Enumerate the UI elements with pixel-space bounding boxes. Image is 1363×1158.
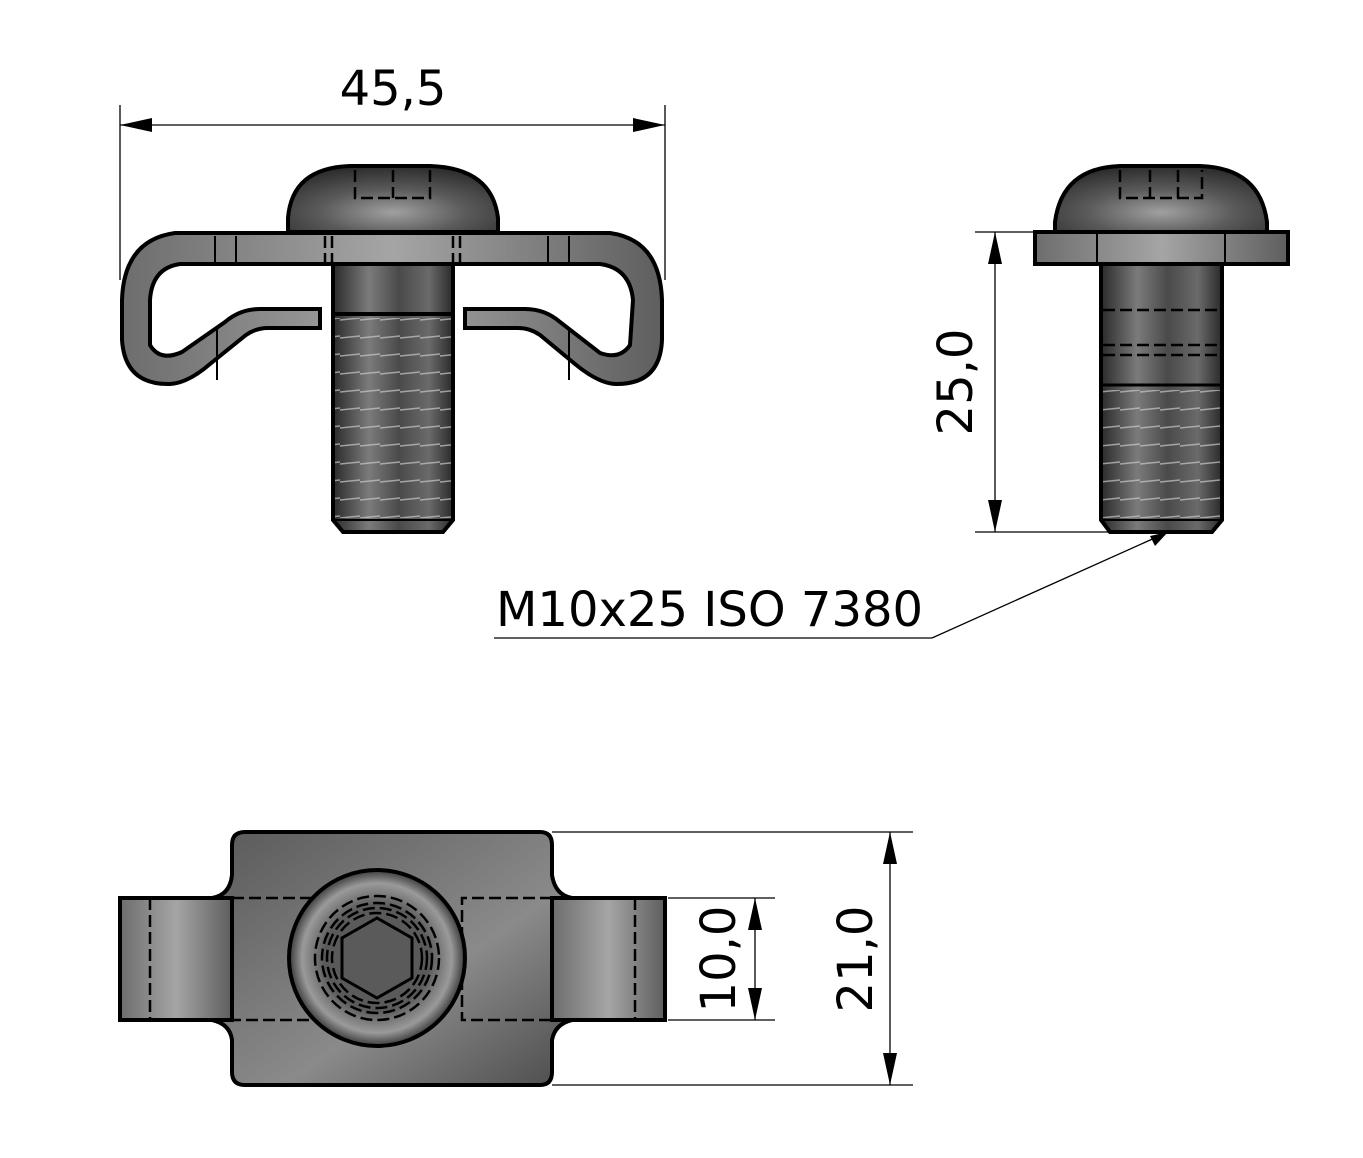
part-callout: M10x25 ISO 7380 (494, 531, 1169, 639)
dimension-slot-width: 10,0 (668, 897, 775, 1021)
dimension-overall-width: 45,5 (119, 61, 666, 280)
arrow-left-icon (120, 118, 152, 132)
dimension-label-width: 45,5 (340, 61, 447, 117)
dimension-label-slot: 10,0 (691, 906, 747, 1013)
clip-flange-side (1033, 230, 1290, 266)
screw-head (286, 164, 500, 234)
dimension-label-body: 21,0 (828, 906, 884, 1013)
clip-wing-right (550, 896, 667, 1022)
hex-socket-hidden-lines (353, 170, 432, 200)
dimension-body-width: 21,0 (552, 831, 913, 1086)
front-view: 45,5 (119, 61, 666, 534)
hex-socket-icon (340, 916, 414, 1000)
clip-wing-left (118, 896, 234, 1022)
arrow-up-icon (748, 898, 762, 930)
dimension-screw-length: 25,0 (928, 231, 1110, 533)
arrow-up-icon (988, 232, 1002, 264)
arrow-down-icon (748, 988, 762, 1020)
leader-arrow-icon (1150, 532, 1168, 546)
callout-text: M10x25 ISO 7380 (496, 582, 923, 638)
arrow-down-icon (883, 1053, 897, 1085)
dimension-label-length: 25,0 (928, 329, 984, 436)
top-view: 10,0 21,0 (118, 830, 913, 1087)
arrow-up-icon (883, 832, 897, 864)
screw-shank (331, 262, 455, 316)
arrow-right-icon (633, 118, 665, 132)
arrow-down-icon (988, 500, 1002, 532)
side-view: 25,0 (928, 164, 1290, 534)
